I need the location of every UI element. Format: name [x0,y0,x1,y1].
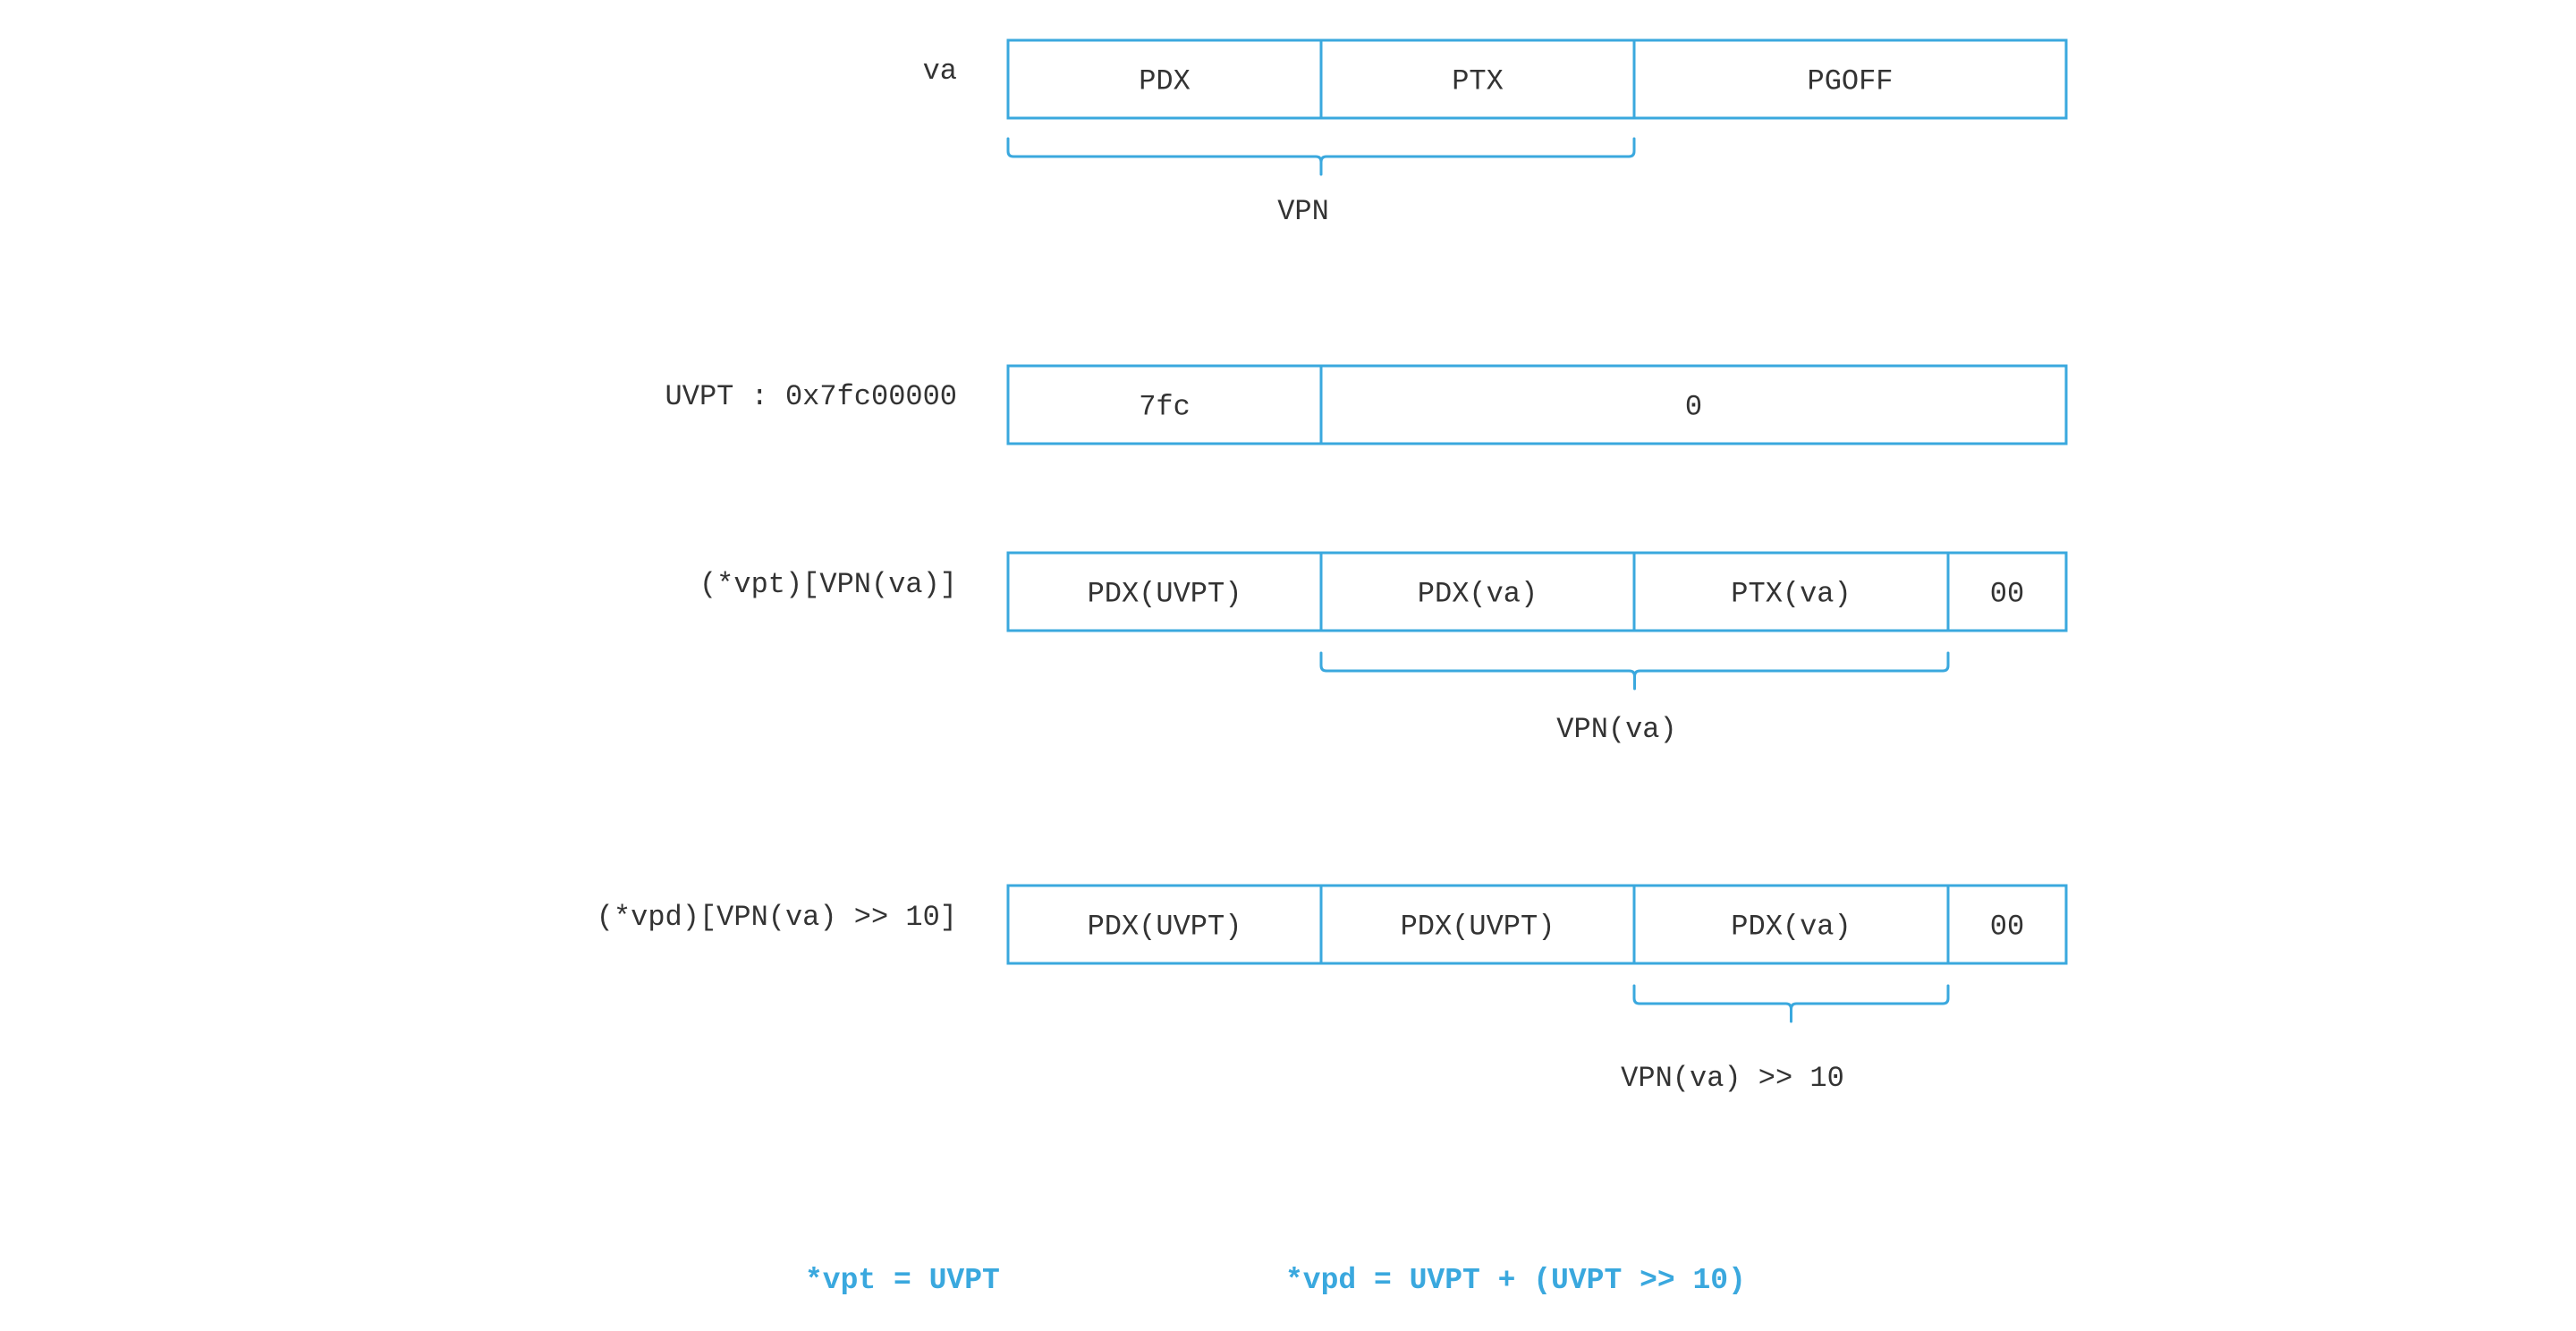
bit-field-label: PDX(va) [1418,578,1538,611]
bit-field-label: PDX [1139,65,1191,98]
bit-field-box [1946,551,2068,632]
bit-field-box [1946,884,2068,965]
bit-field-box [1006,551,1323,632]
bit-field-box [1319,38,1636,120]
bit-field-label: 0 [1685,391,1702,424]
curly-brace [1006,137,1636,176]
row-label: va [923,55,957,88]
bit-field-label: PDX(UVPT) [1088,578,1242,611]
bit-field-label: PDX(UVPT) [1401,911,1555,944]
address-row: (*vpd)[VPN(va) >> 10] PDX(UVPT) PDX(UVPT) P… [597,884,2068,1095]
bit-field-label: PDX(va) [1731,911,1851,944]
bit-field-box [1006,38,1323,120]
bit-field-box [1632,884,1950,965]
row-label: (*vpd)[VPN(va) >> 10] [597,901,957,934]
bit-field-box [1632,38,2068,120]
bit-field-box [1632,551,1950,632]
bit-field-box [1319,551,1636,632]
formula-vpd: *vpd = UVPT + (UVPT >> 10) [1285,1264,1746,1297]
bit-field-box [1006,884,1323,965]
bit-field-label: PTX [1452,65,1504,98]
address-rows: va PDX PTX PGOFF VPN UVPT : 0x7fc00000 7fc 0 (*v… [597,38,2068,1095]
bit-field-label: 00 [1990,578,2024,611]
bit-field-label: 7fc [1139,391,1191,424]
formulas: *vpt = UVPT *vpd = UVPT + (UVPT >> 10) [805,1264,1746,1297]
bit-field-label: PTX(va) [1731,578,1851,611]
brace-label: VPN(va) [1556,713,1676,746]
bit-field-label: PGOFF [1807,65,1893,98]
bit-field-label: PDX(UVPT) [1088,911,1242,944]
brace-label: VPN(va) >> 10 [1621,1062,1844,1095]
curly-brace [1632,984,1950,1023]
row-label: (*vpt)[VPN(va)] [699,568,957,601]
formula-vpt: *vpt = UVPT [805,1264,1000,1297]
address-row: (*vpt)[VPN(va)] PDX(UVPT) PDX(va) PTX(va) 00… [699,551,2068,746]
brace-label: VPN [1277,195,1329,228]
bit-field-label: 00 [1990,911,2024,944]
curly-brace [1319,651,1950,691]
row-label: UVPT : 0x7fc00000 [665,380,957,413]
address-row: UVPT : 0x7fc00000 7fc 0 [665,364,2068,445]
address-row: va PDX PTX PGOFF VPN [923,38,2068,228]
bit-field-box [1319,364,2068,445]
